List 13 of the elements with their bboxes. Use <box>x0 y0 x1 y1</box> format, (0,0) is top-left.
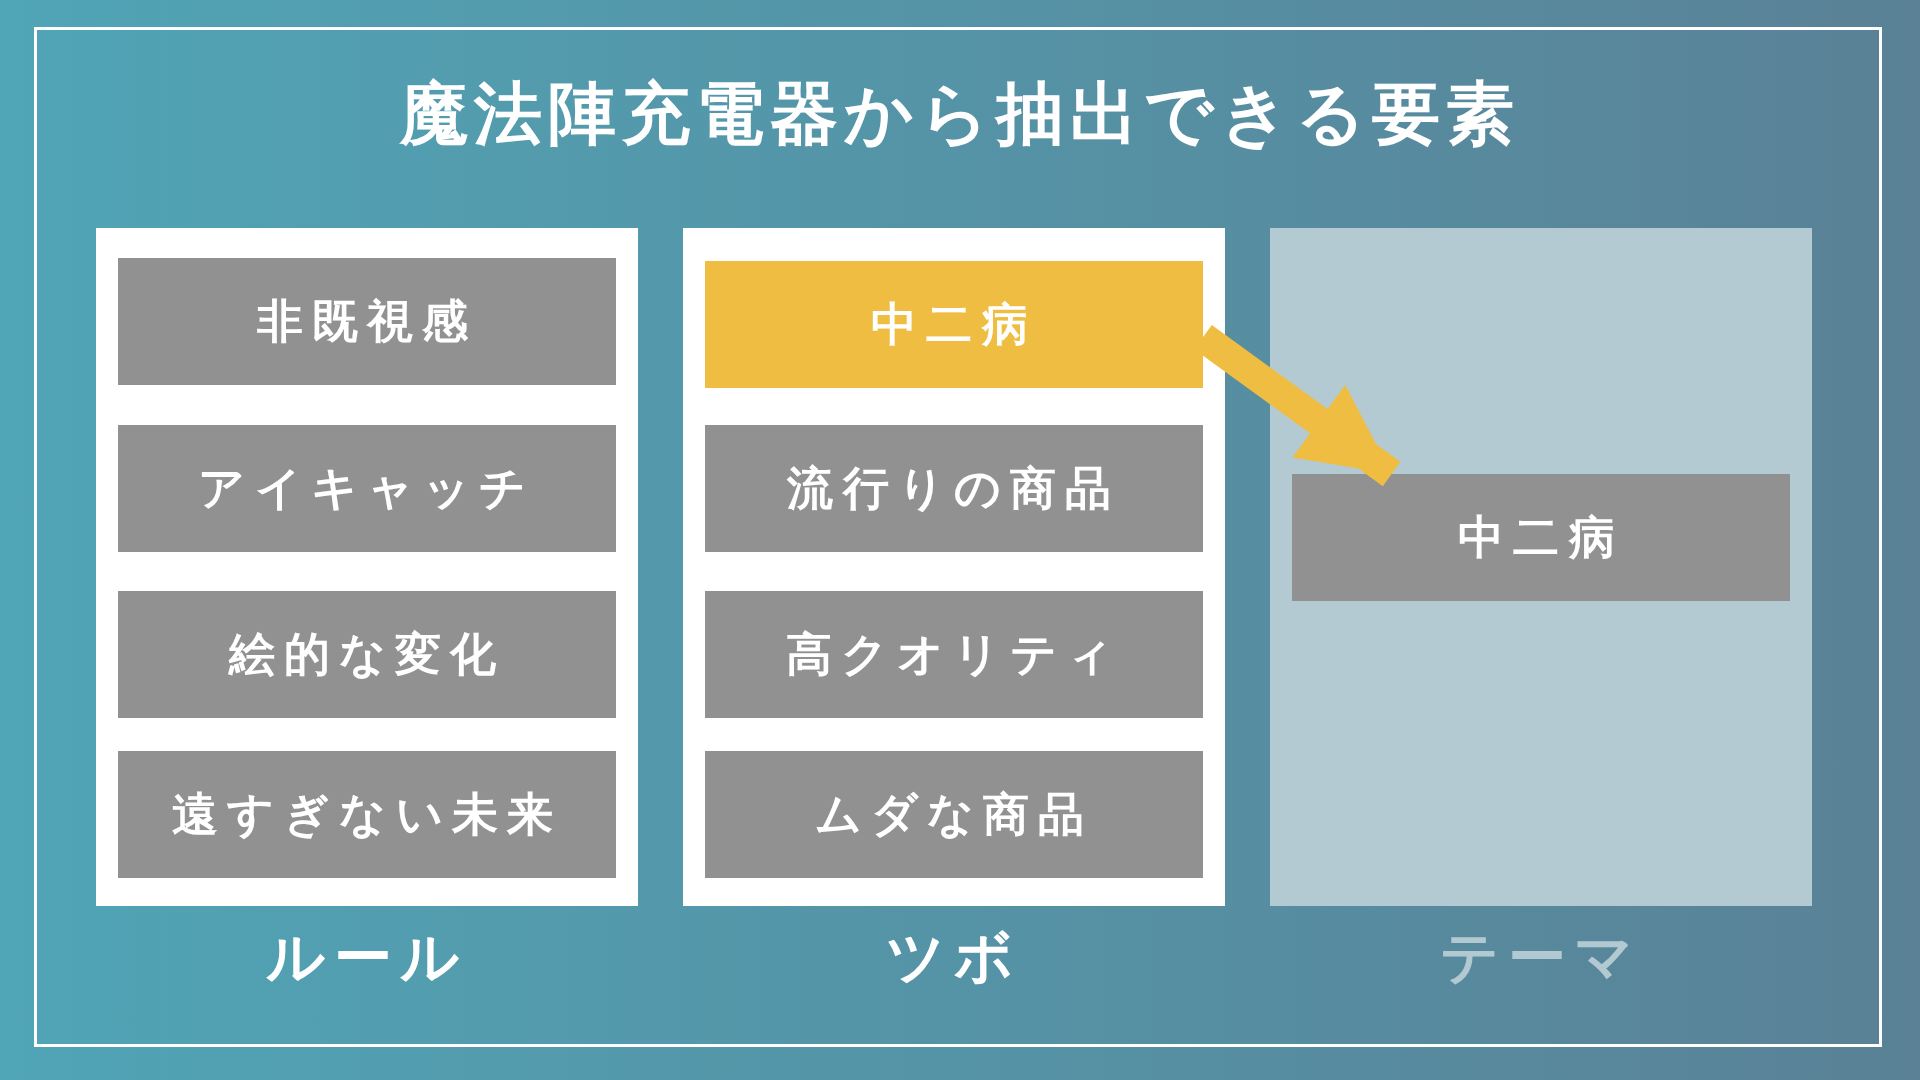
column-heading: ツボ <box>885 922 1023 993</box>
item-box: 中二病 <box>1292 474 1790 601</box>
item-box: アイキャッチ <box>118 425 616 552</box>
column-heading: テーマ <box>1438 922 1644 993</box>
highlighted-item-box: 中二病 <box>705 261 1203 388</box>
item-box: 遠すぎない未来 <box>118 751 616 878</box>
item-box: 高クオリティ <box>705 591 1203 718</box>
title: 魔法陣充電器から抽出できる要素 <box>398 80 1521 148</box>
item-box: 非既視感 <box>118 258 616 385</box>
item-box: 絵的な変化 <box>118 591 616 718</box>
column-heading: ルール <box>264 922 470 993</box>
item-box: 流行りの商品 <box>705 425 1203 552</box>
item-box: ムダな商品 <box>705 751 1203 878</box>
